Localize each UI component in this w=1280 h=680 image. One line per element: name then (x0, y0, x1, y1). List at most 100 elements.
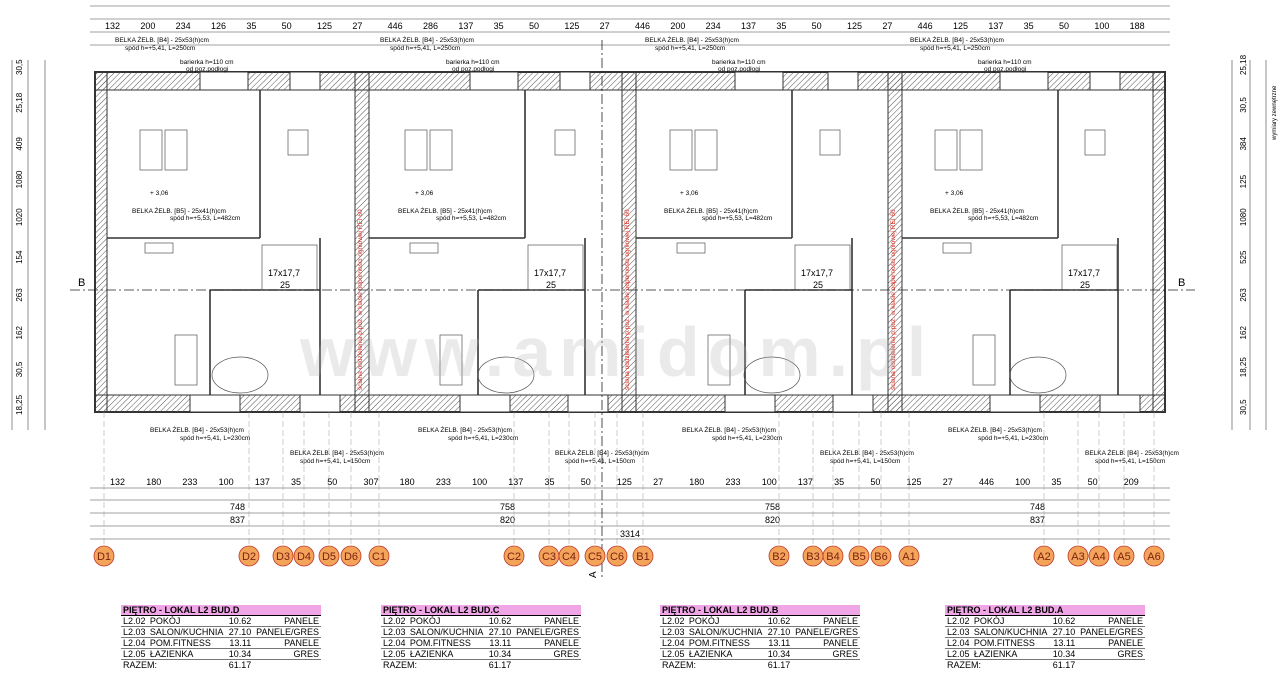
grid-axis-circle (1067, 545, 1089, 567)
svg-text:BELKA ŻELB. [B4] - 25x53(h)cm: BELKA ŻELB. [B4] - 25x53(h)cm (820, 448, 914, 457)
room-finish: GRES (792, 648, 860, 660)
room-finish: PANELE (1077, 637, 1145, 649)
room-name: SALON/KUCHNIA (407, 626, 487, 638)
bottom-dim-value: 209 (1124, 477, 1139, 487)
table-total-row: RAZEM:61.17 (660, 660, 860, 671)
svg-text:spód h=+5,41, L=230cm: spód h=+5,41, L=230cm (448, 435, 518, 442)
svg-text:+ 3,06: + 3,06 (150, 190, 169, 197)
room-name: POKÓJ (407, 615, 487, 627)
room-no: L2.04 (121, 637, 148, 649)
top-dim-value: 125 (317, 21, 332, 31)
grid-axis-label: B6 (874, 551, 887, 563)
top-dim-value: 125 (847, 21, 862, 31)
room-no: L2.05 (945, 648, 972, 660)
top-dim-value: 126 (211, 21, 226, 31)
stair-size: 17x17,7 (534, 268, 566, 278)
room-finish: GRES (253, 648, 321, 660)
room-no: L2.05 (121, 648, 148, 660)
bottom-dim-value: 137 (508, 477, 523, 487)
table-header: PIĘTRO - LOKAL L2 BUD.C (381, 605, 581, 616)
table-header: PIĘTRO - LOKAL L2 BUD.B (660, 605, 860, 616)
table-title: PIĘTRO - LOKAL L2 BUD.D (121, 605, 321, 616)
overall-length: 3314 (620, 529, 640, 539)
left-dim-value: 1080 (15, 170, 24, 188)
grid-axis-label: C2 (507, 551, 521, 563)
bottom-dim-value: 233 (182, 477, 197, 487)
side-dimension-lines (11, 60, 1267, 430)
right-dim-value: 1080 (1239, 208, 1248, 226)
room-no: L2.02 (945, 615, 972, 627)
top-dim-value: 137 (741, 21, 756, 31)
room-finish: PANELE/GRES (513, 626, 581, 638)
grid-axis-label: A1 (902, 551, 915, 563)
bottom-dim-value: 35 (834, 477, 844, 487)
bottom-dim-segment: 758 (500, 502, 515, 512)
svg-text:+ 3,06: + 3,06 (945, 190, 964, 197)
bottom-dim-value: 100 (219, 477, 234, 487)
svg-text:+ 3,06: + 3,06 (680, 190, 699, 197)
svg-text:BELKA ŻELB. [B4] - 25x53(h)cm: BELKA ŻELB. [B4] - 25x53(h)cm (682, 425, 776, 434)
room-finish: GRES (513, 648, 581, 660)
total-area: 61.17 (767, 660, 791, 670)
grid-axis-label: D1 (97, 551, 111, 563)
grid-axis-label: C5 (588, 551, 602, 563)
grid-axis-circle (1033, 545, 1055, 567)
top-dim-value: 446 (388, 21, 403, 31)
total-label: RAZEM: (123, 660, 158, 670)
top-dim-value: 50 (282, 21, 292, 31)
room-area: 10.34 (1050, 648, 1078, 660)
left-dim-value: 263 (15, 288, 24, 302)
bottom-dim-value: 307 (363, 477, 378, 487)
bottom-dim-value: 125 (617, 477, 632, 487)
bottom-dim-value: 50 (1088, 477, 1098, 487)
bottom-dim-segment: 748 (1030, 502, 1045, 512)
svg-text:BELKA ŻELB. [B4] - 25x53(h)cm: BELKA ŻELB. [B4] - 25x53(h)cm (150, 425, 244, 434)
total-empty (253, 660, 321, 671)
top-dim-value: 50 (529, 21, 539, 31)
room-finish: PANELE/GRES (792, 626, 860, 638)
right-dim-value: 30,5 (1239, 399, 1248, 415)
left-dim-value: 30,5 (15, 59, 24, 75)
bottom-dim-value: 137 (255, 477, 270, 487)
table-title: PIĘTRO - LOKAL L2 BUD.C (381, 605, 581, 616)
room-area: 10.34 (765, 648, 793, 660)
room-area: 10.62 (765, 615, 793, 627)
total-area: 61.17 (488, 660, 512, 670)
total-label: RAZEM: (383, 660, 418, 670)
room-no: L2.02 (121, 615, 148, 627)
svg-text:barierka h=110 cm: barierka h=110 cm (446, 59, 500, 66)
bottom-dim-value: 137 (798, 477, 813, 487)
room-no: L2.03 (660, 626, 687, 638)
bottom-dim-segment: 748 (230, 502, 245, 512)
room-finish: PANELE/GRES (253, 626, 321, 638)
grid-axis-label: D6 (344, 551, 358, 563)
grid-axis-label: B4 (826, 551, 839, 563)
grid-axis-circle (368, 545, 390, 567)
top-dim-value: 50 (1059, 21, 1069, 31)
svg-text:ściana oddzielenia p.poż. w kl: ściana oddzielenia p.poż. w klasie odpor… (890, 209, 897, 390)
room-no: L2.04 (945, 637, 972, 649)
room-no: L2.04 (660, 637, 687, 649)
bottom-dim-total: 820 (500, 515, 515, 525)
top-dim-value: 35 (494, 21, 504, 31)
svg-text:BELKA ŻELB. [B5] - 25x41(h)cm: BELKA ŻELB. [B5] - 25x41(h)cm (132, 206, 226, 215)
bottom-dim-value: 50 (327, 477, 337, 487)
room-finish: PANELE/GRES (1077, 626, 1145, 638)
table-total-row: RAZEM:61.17 (121, 660, 321, 671)
furniture (139, 129, 1106, 394)
bottom-dim-segment: 758 (765, 502, 780, 512)
right-dim-value: 162 (1239, 326, 1248, 340)
top-dim-value: 125 (953, 21, 968, 31)
room-name: SALON/KUCHNIA (971, 626, 1051, 638)
grid-axis-label: A5 (1117, 551, 1130, 563)
svg-text:spód h=+5,53, L=482cm: spód h=+5,53, L=482cm (702, 215, 772, 222)
grid-axis-circle (1088, 545, 1110, 567)
bottom-dim-value: 233 (436, 477, 451, 487)
right-dim-value: 263 (1239, 288, 1248, 302)
